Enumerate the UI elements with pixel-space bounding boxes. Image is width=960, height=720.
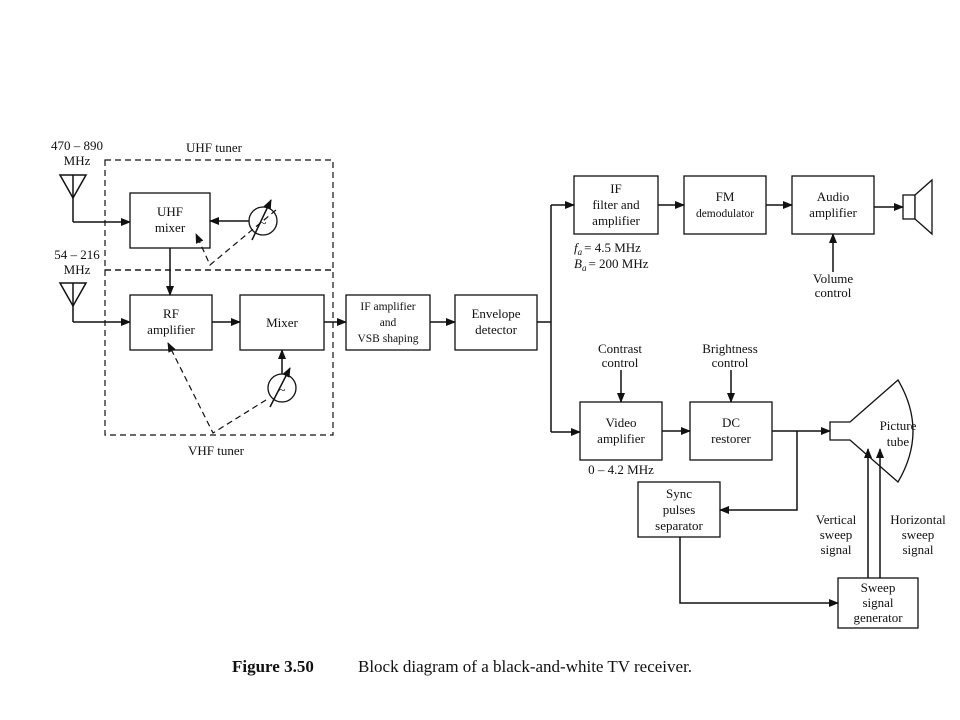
- horizontal-label-1: Horizontal: [890, 512, 946, 527]
- signal-wires: [73, 201, 904, 607]
- picture-tube-label-1: Picture: [880, 418, 917, 433]
- brightness-label-2: control: [712, 355, 749, 370]
- uhf-osc-symbol: ~: [259, 215, 266, 230]
- caption-text: Block diagram of a black-and-white TV re…: [358, 657, 692, 676]
- vertical-label-2: sweep: [820, 527, 853, 542]
- svg-text:Ba= 200 MHz: Ba= 200 MHz: [574, 256, 649, 273]
- fa-value: = 4.5 MHz: [584, 240, 641, 255]
- sync-label-1: Sync: [666, 486, 692, 501]
- picture-tube-label-2: tube: [887, 434, 910, 449]
- uhf-band-label-1: 470 – 890: [51, 138, 103, 153]
- sweep-label-2: signal: [862, 595, 893, 610]
- horizontal-label-2: sweep: [902, 527, 935, 542]
- contrast-label-1: Contrast: [598, 341, 642, 356]
- horizontal-label-3: signal: [902, 542, 933, 557]
- if-amplifier-label-3: VSB shaping: [357, 333, 418, 345]
- dc-restorer-label-2: restorer: [711, 431, 751, 446]
- if-filter-label-2: filter and: [592, 197, 640, 212]
- caption-number: Figure 3.50: [232, 657, 314, 676]
- rf-amplifier-label-1: RF: [163, 306, 179, 321]
- uhf-mixer-label-1: UHF: [157, 204, 183, 219]
- contrast-label-2: control: [602, 355, 639, 370]
- rf-amplifier-label-2: amplifier: [147, 322, 195, 337]
- picture-tube-icon: [829, 378, 914, 484]
- audio-amp-label-2: amplifier: [809, 205, 857, 220]
- dc-restorer-block: [689, 401, 773, 461]
- vertical-label-1: Vertical: [816, 512, 857, 527]
- if-amplifier-label-1: IF amplifier: [360, 301, 415, 313]
- envelope-label-1: Envelope: [471, 306, 520, 321]
- vhf-tuner-box: [104, 269, 334, 436]
- fa-label: fa= 4.5 MHz: [574, 240, 641, 257]
- ba-label: Ba= 200 MHz: [574, 256, 649, 273]
- if-filter-label-1: IF: [610, 181, 622, 196]
- uhf-tuner-label: UHF tuner: [186, 140, 243, 155]
- sweep-label-1: Sweep: [861, 580, 896, 595]
- vhf-osc-symbol: ~: [278, 382, 285, 397]
- sync-label-2: pulses: [663, 502, 696, 517]
- video-amp-label-1: Video: [606, 415, 637, 430]
- volume-label-1: Volume: [813, 271, 853, 286]
- ba-value: = 200 MHz: [588, 256, 648, 271]
- svg-text:fa= 4.5 MHz: fa= 4.5 MHz: [574, 240, 641, 257]
- video-bandwidth-label: 0 – 4.2 MHz: [588, 462, 654, 477]
- uhf-mixer-label-2: mixer: [155, 220, 186, 235]
- if-filter-block: [573, 175, 659, 235]
- sweep-generator-block: [837, 577, 919, 629]
- volume-label-2: control: [815, 285, 852, 300]
- vhf-tuner-label: VHF tuner: [188, 443, 245, 458]
- mixer-label: Mixer: [266, 315, 298, 330]
- video-amp-label-2: amplifier: [597, 431, 645, 446]
- dc-restorer-label-1: DC: [722, 415, 740, 430]
- if-amplifier-label-2: and: [380, 317, 397, 329]
- if-filter-label-3: amplifier: [592, 213, 640, 228]
- vhf-band-label-2: MHz: [64, 262, 91, 277]
- vhf-band-label-1: 54 – 216: [54, 247, 100, 262]
- uhf-oscillator-icon: [248, 199, 278, 241]
- speaker-icon: [902, 178, 933, 236]
- uhf-antenna-icon: [58, 174, 88, 222]
- uhf-band-label-2: MHz: [64, 153, 91, 168]
- sweep-label-3: generator: [853, 610, 903, 625]
- audio-amp-label-1: Audio: [817, 189, 850, 204]
- vhf-antenna-icon: [58, 282, 88, 322]
- vertical-label-3: signal: [820, 542, 851, 557]
- fm-demod-label-1: FM: [716, 189, 735, 204]
- brightness-label-1: Brightness: [702, 341, 758, 356]
- envelope-label-2: detector: [475, 322, 518, 337]
- fm-demod-label-2: demodulator: [696, 208, 754, 220]
- fm-demodulator-block: [683, 175, 767, 235]
- sync-label-3: separator: [655, 518, 703, 533]
- if-amplifier-block: [345, 294, 431, 351]
